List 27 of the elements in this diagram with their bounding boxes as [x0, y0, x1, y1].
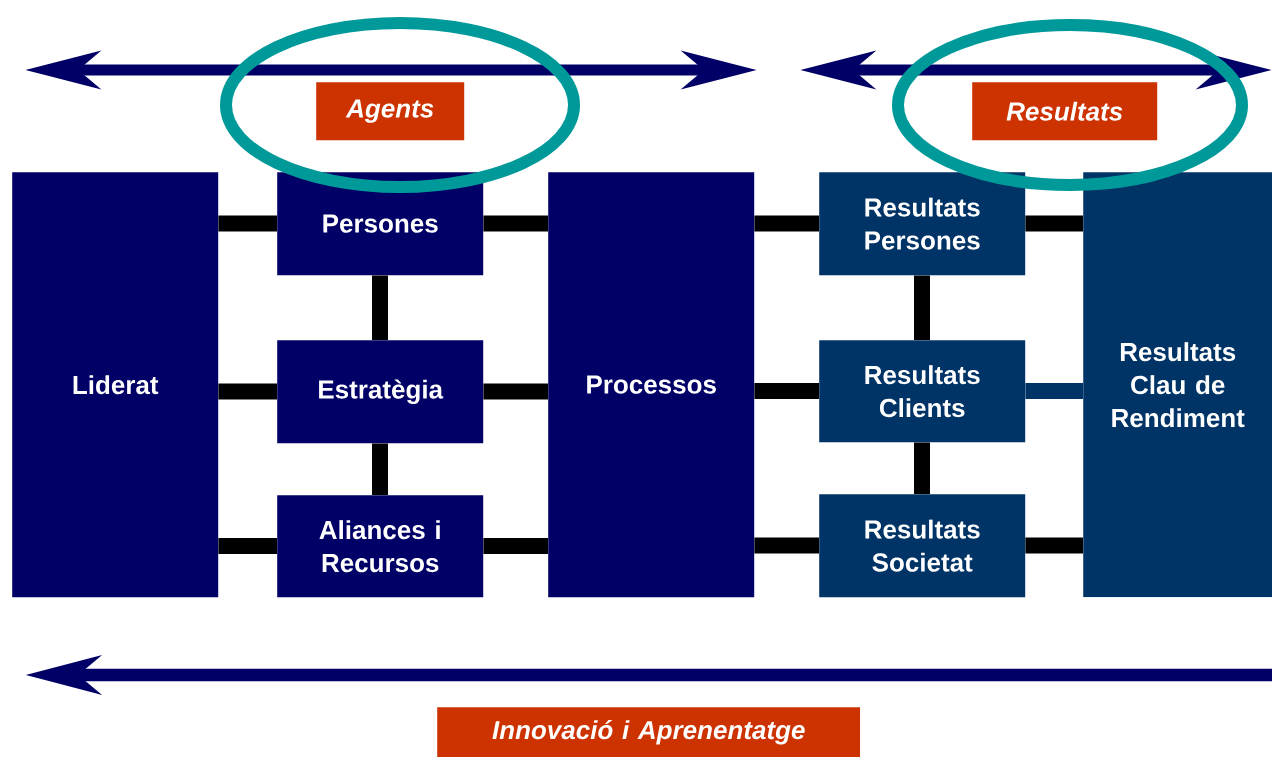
- connector-line: [1025, 215, 1083, 232]
- connector-line: [754, 537, 819, 554]
- criterion-box: Resultats Clients: [819, 340, 1026, 443]
- connector-line: [754, 383, 819, 399]
- connector-line: [754, 215, 819, 232]
- criterion-box: Resultats Persones: [819, 172, 1026, 276]
- criterion-box: Aliances i Recursos: [277, 495, 484, 598]
- connector-line: [218, 383, 277, 400]
- category-label: Resultats: [972, 82, 1158, 141]
- connector-line: [483, 538, 548, 554]
- criterion-box: Resultats Clau de Rendiment: [1083, 172, 1272, 598]
- connector-line: [372, 443, 388, 495]
- connector-line: [914, 442, 930, 494]
- connector-line: [1025, 537, 1083, 554]
- connector-line: [1025, 383, 1083, 399]
- connector-line: [914, 275, 930, 340]
- criterion-box: Processos: [548, 172, 755, 598]
- criterion-box: Liderat: [12, 172, 219, 598]
- category-label: Innovació i Aprenentatge: [437, 707, 861, 757]
- connector-line: [483, 215, 548, 232]
- category-label: Agents: [316, 82, 465, 141]
- connector-line: [218, 215, 277, 232]
- connector-line: [483, 383, 548, 400]
- connector-line: [218, 538, 277, 554]
- connector-line: [372, 275, 388, 340]
- criterion-box: Estratègia: [277, 340, 484, 444]
- criterion-box: Resultats Societat: [819, 494, 1026, 598]
